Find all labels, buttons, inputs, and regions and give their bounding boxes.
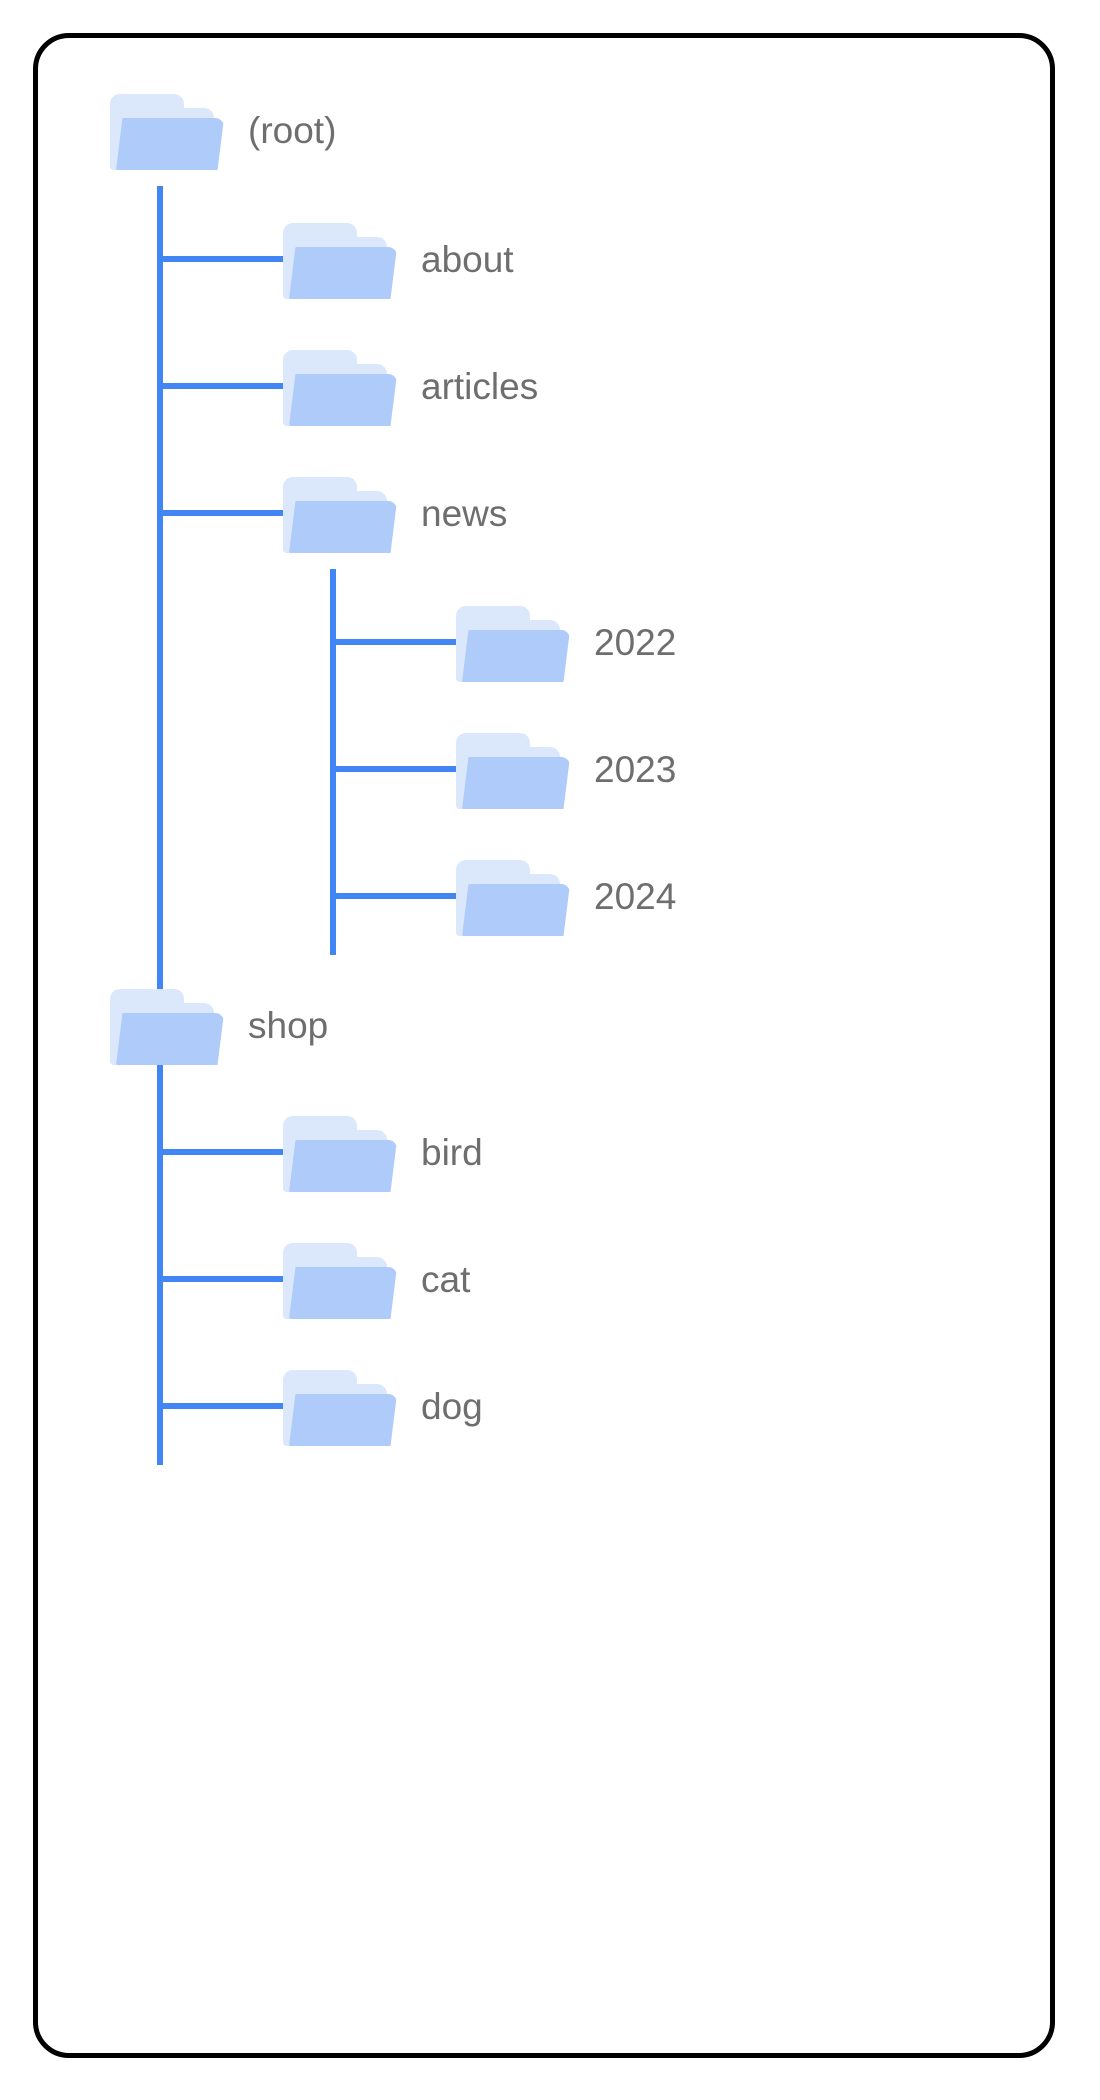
tree-node-label: dog <box>421 1385 483 1427</box>
folder-icon <box>454 586 572 698</box>
edge-trunk-news <box>330 569 336 955</box>
tree-node-about[interactable]: about <box>281 203 514 315</box>
folder-icon <box>454 713 572 825</box>
edge-connector-cat <box>157 1276 288 1282</box>
edge-trunk-root <box>157 186 163 1465</box>
tree-node-cat[interactable]: cat <box>281 1223 470 1335</box>
tree-node-label: cat <box>421 1258 471 1300</box>
folder-panel <box>289 501 397 553</box>
tree-diagram-card: (root) about articles news 2022 2023 2024 shop b… <box>33 33 1055 2058</box>
tree-node-label: (root) <box>248 109 337 151</box>
tree-canvas: (root) about articles news 2022 2023 2024 shop b… <box>38 38 1050 2053</box>
folder-icon <box>281 1223 399 1335</box>
tree-node-label: bird <box>421 1131 483 1173</box>
tree-node-shop[interactable]: shop <box>108 969 328 1081</box>
tree-node-2024[interactable]: 2024 <box>454 840 676 952</box>
folder-icon <box>281 203 399 315</box>
tree-node-root[interactable]: (root) <box>108 74 336 186</box>
tree-node-label: 2023 <box>594 748 677 790</box>
edge-connector-news <box>157 510 288 516</box>
edge-connector-about <box>157 256 288 262</box>
folder-panel <box>462 884 570 936</box>
folder-panel <box>289 1140 397 1192</box>
folder-icon <box>108 74 226 186</box>
tree-node-articles[interactable]: articles <box>281 330 538 442</box>
tree-node-2022[interactable]: 2022 <box>454 586 676 698</box>
edge-connector-bird <box>157 1149 288 1155</box>
edge-connector-2024 <box>330 893 461 899</box>
edge-connector-dog <box>157 1403 288 1409</box>
folder-panel <box>289 1394 397 1446</box>
tree-node-label: articles <box>421 365 539 407</box>
tree-node-label: shop <box>248 1004 329 1046</box>
tree-node-label: about <box>421 238 514 280</box>
folder-panel <box>462 757 570 809</box>
folder-panel <box>462 630 570 682</box>
tree-node-news[interactable]: news <box>281 457 507 569</box>
folder-panel <box>116 118 224 170</box>
tree-node-dog[interactable]: dog <box>281 1350 483 1462</box>
folder-icon <box>108 969 226 1081</box>
folder-icon <box>281 330 399 442</box>
tree-node-label: 2024 <box>594 875 677 917</box>
edge-connector-2023 <box>330 766 461 772</box>
folder-panel <box>116 1013 224 1065</box>
folder-panel <box>289 247 397 299</box>
edge-connector-2022 <box>330 639 461 645</box>
tree-node-bird[interactable]: bird <box>281 1096 483 1208</box>
folder-icon <box>281 1350 399 1462</box>
folder-icon <box>281 1096 399 1208</box>
folder-icon <box>454 840 572 952</box>
folder-panel <box>289 374 397 426</box>
edge-connector-articles <box>157 383 288 389</box>
folder-icon <box>281 457 399 569</box>
tree-node-2023[interactable]: 2023 <box>454 713 676 825</box>
tree-node-label: news <box>421 492 508 534</box>
folder-panel <box>289 1267 397 1319</box>
tree-node-label: 2022 <box>594 621 677 663</box>
